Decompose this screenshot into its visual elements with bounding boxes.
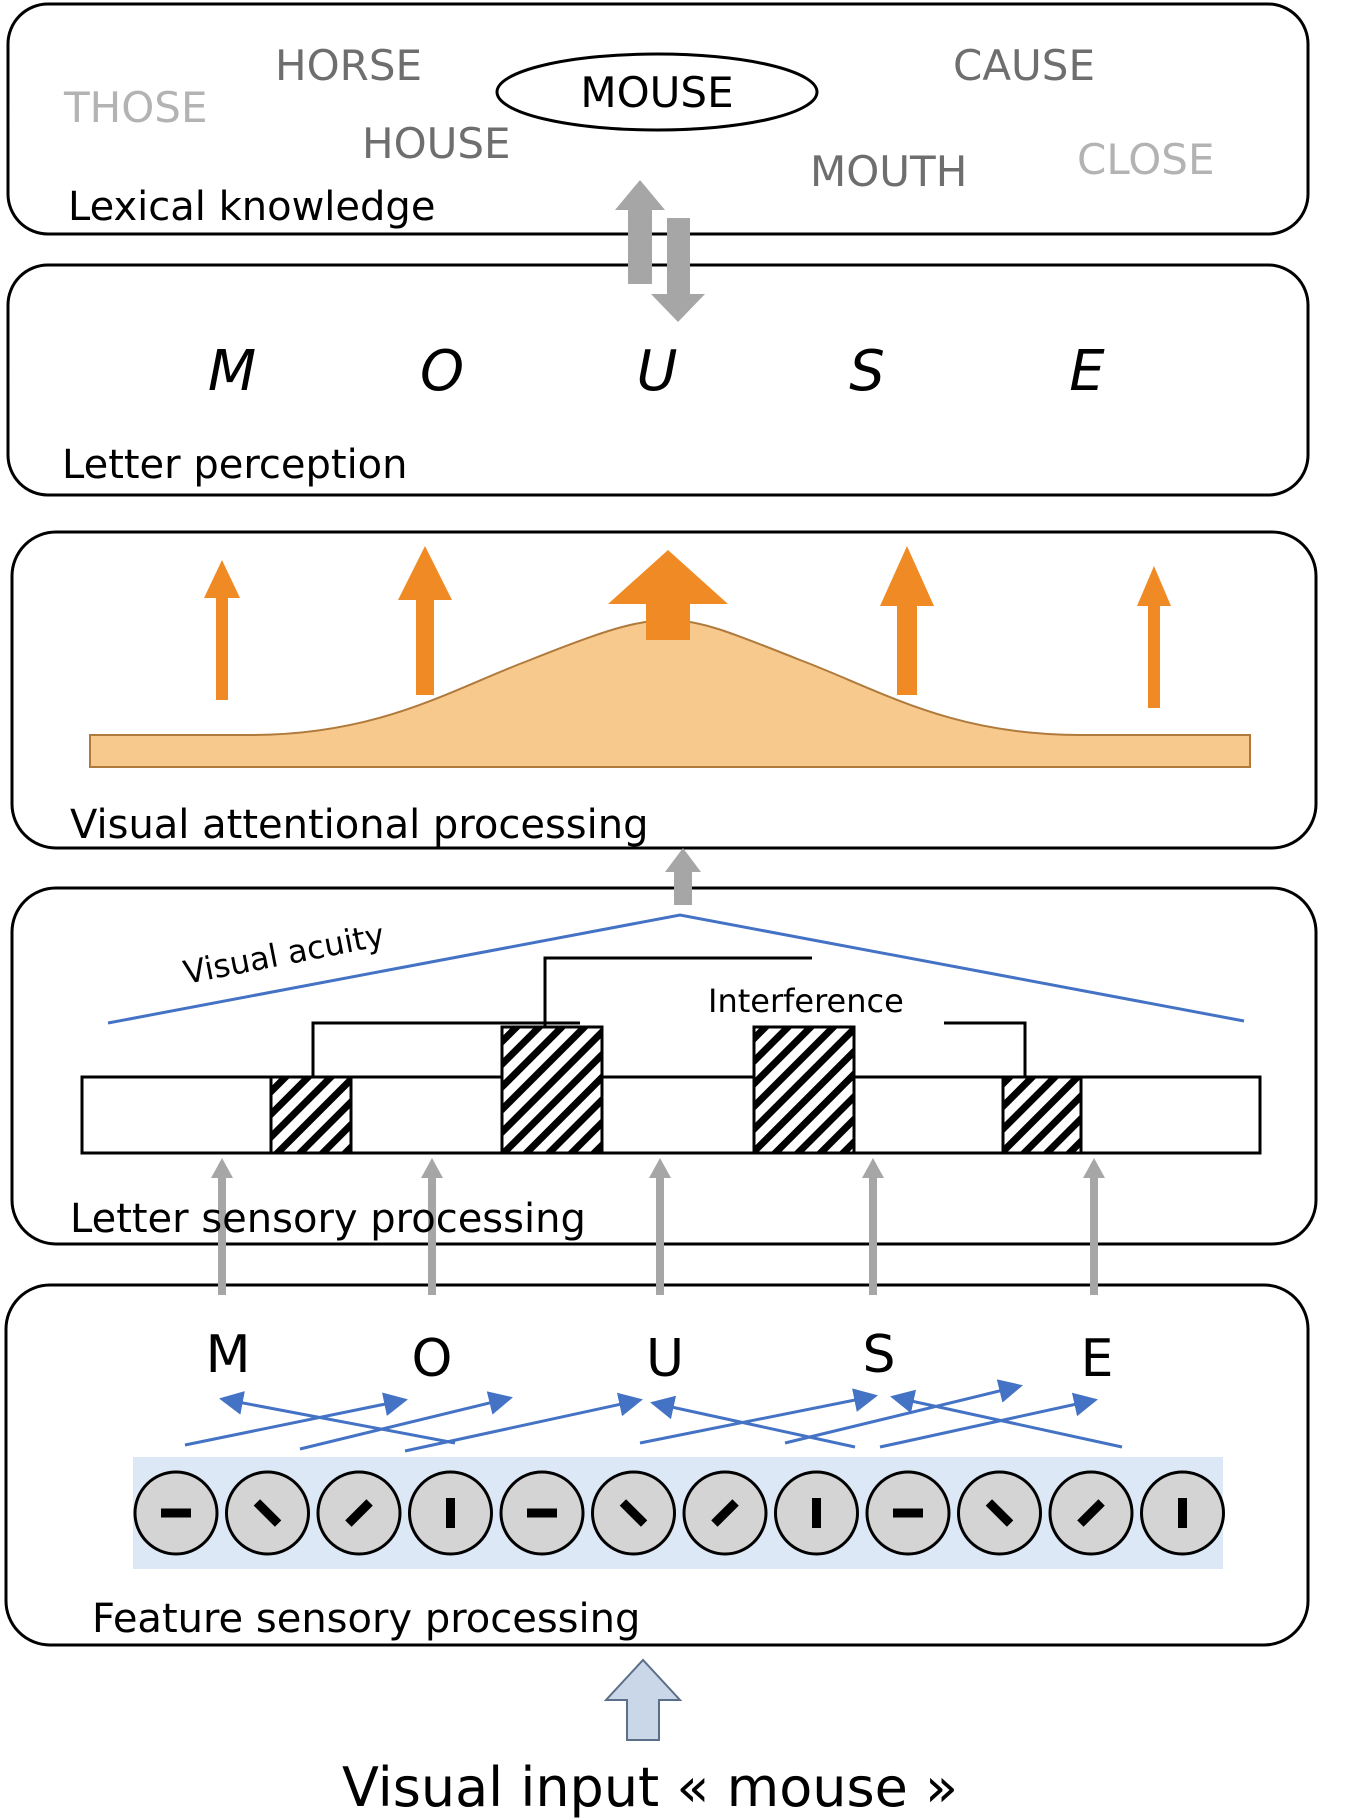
perceived-letter: M	[208, 339, 256, 404]
bidirectional-feedback-arrows	[615, 180, 705, 322]
letter-sensory-label: Letter sensory processing	[70, 1196, 586, 1242]
lexical-knowledge-label: Lexical knowledge	[68, 184, 435, 230]
perceived-letter: O	[420, 339, 464, 404]
up-arrow-icon	[421, 1158, 443, 1295]
interference-brackets	[311, 956, 1027, 1077]
attention-arrow-icon	[398, 546, 452, 695]
attention-arrow-icon	[608, 550, 728, 640]
attention-arrow-icon	[880, 546, 934, 695]
visual-input-arrow-icon	[603, 1658, 683, 1741]
attention-arrows	[204, 546, 1171, 708]
interference-bar	[269, 1075, 353, 1155]
lexicon-word: CLOSE	[1077, 135, 1214, 184]
input-letter: E	[1081, 1329, 1114, 1389]
feature-integration-arrows	[184, 1379, 1123, 1453]
orientation-bar-icon	[345, 1499, 373, 1527]
up-arrow-icon	[649, 1158, 671, 1295]
letter-perception-label: Letter perception	[62, 442, 408, 488]
input-letter: S	[862, 1325, 895, 1385]
lexicon-word: HOUSE	[362, 119, 511, 168]
lexicon-word: HORSE	[275, 41, 422, 90]
visual-acuity-line	[107, 913, 1245, 1025]
orientation-bar-icon	[1077, 1499, 1105, 1527]
orientation-bar-icon	[446, 1498, 455, 1528]
visual-input-label: Visual input « mouse »	[342, 1756, 958, 1819]
up-arrow-icon	[862, 1158, 884, 1295]
perceived-letter: U	[637, 339, 678, 404]
orientation-bar-icon	[985, 1499, 1014, 1527]
interference-bar	[752, 1025, 856, 1155]
orientation-bar-icon	[619, 1499, 648, 1527]
input-letter: M	[206, 1325, 251, 1385]
feature-sensory-label: Feature sensory processing	[92, 1596, 640, 1642]
attention-arrow-icon	[1137, 566, 1171, 708]
attention-arrow-icon	[204, 560, 240, 700]
orientation-bar-icon	[711, 1499, 739, 1527]
input-letter: O	[412, 1329, 453, 1389]
interference-bar	[1001, 1075, 1083, 1155]
up-arrow-icon	[211, 1158, 233, 1295]
lexicon-target-word: MOUSE	[580, 68, 733, 117]
perceived-letter: S	[849, 339, 885, 404]
interference-label: Interference	[708, 982, 904, 1020]
orientation-bar-icon	[527, 1508, 557, 1518]
up-arrow-icon	[665, 848, 701, 905]
orientation-bar-icon	[161, 1508, 191, 1518]
orientation-bar-icon	[253, 1499, 282, 1527]
letter-perception-box	[6, 263, 1310, 497]
letter-input-strip	[80, 1075, 1262, 1155]
interference-bar	[500, 1025, 604, 1155]
lexicon-word: MOUTH	[810, 147, 967, 196]
perceived-letter: E	[1069, 339, 1105, 404]
input-letter: U	[646, 1329, 684, 1389]
orientation-bar-icon	[1178, 1498, 1187, 1528]
visual-attention-label: Visual attentional processing	[70, 802, 649, 848]
down-arrow-icon	[651, 218, 705, 322]
target-word-ellipse	[495, 52, 819, 132]
feature-detectors	[133, 1470, 1225, 1556]
orientation-bar-icon	[812, 1498, 821, 1528]
up-arrow-icon	[1083, 1158, 1105, 1295]
up-arrow-icon	[615, 180, 665, 284]
feature-to-letter-arrows	[211, 1158, 1105, 1295]
lexicon-word: THOSE	[63, 83, 208, 132]
lexicon-word: CAUSE	[953, 41, 1095, 90]
orientation-bar-icon	[893, 1508, 923, 1518]
